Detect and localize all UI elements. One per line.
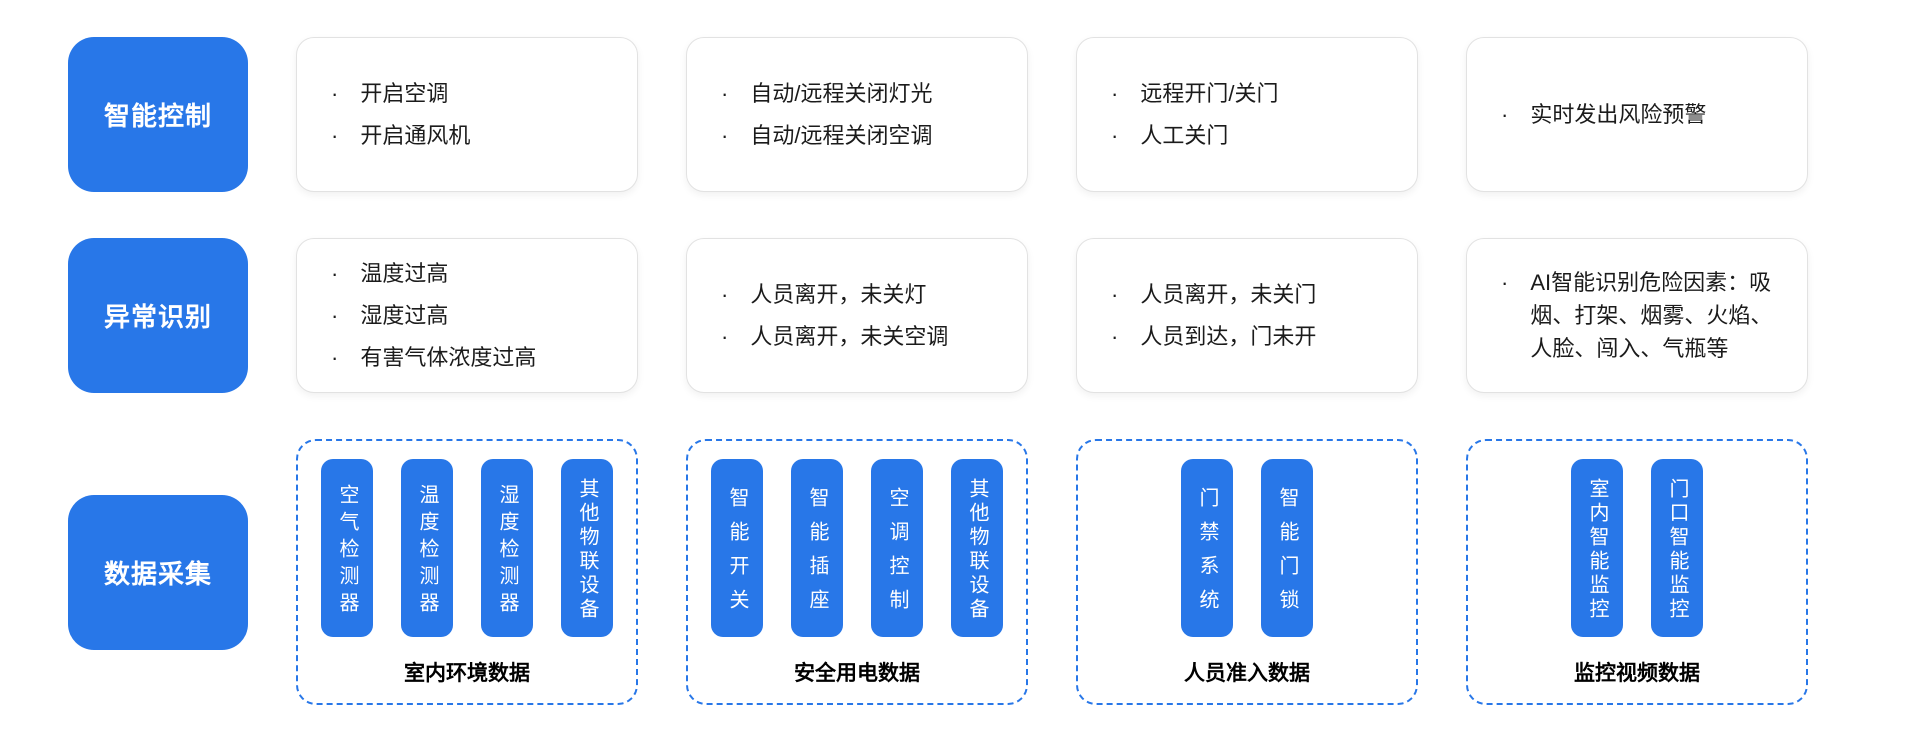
group-caption: 安全用电数据 xyxy=(794,662,920,685)
bullet-item: 自动/远程关闭空调 xyxy=(721,119,1005,152)
device-pill-label: 智能开关 xyxy=(726,487,748,623)
device-pill-smart-socket: 智能插座 xyxy=(791,459,843,637)
bullet-item: 自动/远程关闭灯光 xyxy=(721,77,1005,110)
group-caption: 室内环境数据 xyxy=(404,662,530,685)
device-pill-row: 空气检测器 温度检测器 湿度检测器 其他物联设备 xyxy=(298,441,636,657)
device-pill-label: 智能插座 xyxy=(806,487,828,623)
bullet-item: 湿度过高 xyxy=(331,299,615,332)
card-light-ac-control: 自动/远程关闭灯光 自动/远程关闭空调 xyxy=(686,37,1028,192)
stage-label-smart-control: 智能控制 xyxy=(68,37,248,192)
bullet-item: 人员离开，未关门 xyxy=(1111,278,1395,311)
device-pill-label: 门口智能监控 xyxy=(1666,478,1688,622)
device-pill-label: 室内智能监控 xyxy=(1586,478,1608,622)
device-pill-row: 室内智能监控 门口智能监控 xyxy=(1468,441,1806,657)
bullet-item: 人员到达，门未开 xyxy=(1111,320,1395,353)
device-pill-air-detector: 空气检测器 xyxy=(321,459,373,637)
device-pill-label: 其他物联设备 xyxy=(576,478,598,622)
bullet-list: 远程开门/关门 人工关门 xyxy=(1077,68,1417,161)
device-pill-access-control-system: 门禁系统 xyxy=(1181,459,1233,637)
device-pill-smart-door-lock: 智能门锁 xyxy=(1261,459,1313,637)
device-pill-label: 温度检测器 xyxy=(416,484,438,619)
bullet-item: 人工关门 xyxy=(1111,119,1395,152)
bullet-item: 实时发出风险预警 xyxy=(1501,98,1785,131)
device-pill-other-iot-device: 其他物联设备 xyxy=(951,459,1003,637)
device-pill-label: 门禁系统 xyxy=(1196,487,1218,623)
device-pill-humidity-detector: 湿度检测器 xyxy=(481,459,533,637)
device-pill-label: 空调控制 xyxy=(886,487,908,623)
device-pill-doorway-camera: 门口智能监控 xyxy=(1651,459,1703,637)
bullet-item: 人员离开，未关空调 xyxy=(721,320,1005,353)
group-video-data: 室内智能监控 门口智能监控 监控视频数据 xyxy=(1466,439,1808,705)
device-pill-ac-controller: 空调控制 xyxy=(871,459,923,637)
card-env-control: 开启空调 开启通风机 xyxy=(296,37,638,192)
group-caption: 监控视频数据 xyxy=(1574,662,1700,685)
card-ai-risk-recognition: AI智能识别危险因素：吸烟、打架、烟雾、火焰、人脸、闯入、气瓶等 xyxy=(1466,238,1808,393)
bullet-item: 温度过高 xyxy=(331,257,615,290)
group-caption: 人员准入数据 xyxy=(1184,662,1310,685)
device-pill-label: 空气检测器 xyxy=(336,484,358,619)
device-pill-label: 智能门锁 xyxy=(1276,487,1298,623)
device-pill-row: 门禁系统 智能门锁 xyxy=(1078,441,1416,657)
bullet-item: 开启通风机 xyxy=(331,119,615,152)
device-pill-indoor-camera: 室内智能监控 xyxy=(1571,459,1623,637)
group-indoor-env-data: 空气检测器 温度检测器 湿度检测器 其他物联设备 室内环境数据 xyxy=(296,439,638,705)
device-pill-label: 湿度检测器 xyxy=(496,484,518,619)
card-door-control: 远程开门/关门 人工关门 xyxy=(1076,37,1418,192)
card-risk-alert: 实时发出风险预警 xyxy=(1466,37,1808,192)
bullet-list: 温度过高 湿度过高 有害气体浓度过高 xyxy=(297,248,637,383)
device-pill-other-iot-device: 其他物联设备 xyxy=(561,459,613,637)
smart-iot-architecture-diagram: 智能控制 开启空调 开启通风机 自动/远程关闭灯光 自动/远程关闭空调 远程开门… xyxy=(0,0,1908,705)
bullet-item: 远程开门/关门 xyxy=(1111,77,1395,110)
card-door-anomaly: 人员离开，未关门 人员到达，门未开 xyxy=(1076,238,1418,393)
group-access-data: 门禁系统 智能门锁 人员准入数据 xyxy=(1076,439,1418,705)
device-pill-row: 智能开关 智能插座 空调控制 其他物联设备 xyxy=(688,441,1026,657)
bullet-list: 实时发出风险预警 xyxy=(1467,89,1807,140)
group-electric-safety-data: 智能开关 智能插座 空调控制 其他物联设备 安全用电数据 xyxy=(686,439,1028,705)
bullet-item: 有害气体浓度过高 xyxy=(331,341,615,374)
card-light-ac-anomaly: 人员离开，未关灯 人员离开，未关空调 xyxy=(686,238,1028,393)
card-env-anomaly: 温度过高 湿度过高 有害气体浓度过高 xyxy=(296,238,638,393)
stage-label-anomaly-detection: 异常识别 xyxy=(68,238,248,393)
bullet-item: AI智能识别危险因素：吸烟、打架、烟雾、火焰、人脸、闯入、气瓶等 xyxy=(1501,266,1785,365)
device-pill-label: 其他物联设备 xyxy=(966,478,988,622)
bullet-list: 开启空调 开启通风机 xyxy=(297,68,637,161)
device-pill-temperature-detector: 温度检测器 xyxy=(401,459,453,637)
bullet-list: 自动/远程关闭灯光 自动/远程关闭空调 xyxy=(687,68,1027,161)
bullet-item: 开启空调 xyxy=(331,77,615,110)
bullet-item: 人员离开，未关灯 xyxy=(721,278,1005,311)
bullet-list: 人员离开，未关门 人员到达，门未开 xyxy=(1077,269,1417,362)
bullet-list: AI智能识别危险因素：吸烟、打架、烟雾、火焰、人脸、闯入、气瓶等 xyxy=(1467,257,1807,374)
stage-label-data-collection: 数据采集 xyxy=(68,494,248,650)
bullet-list: 人员离开，未关灯 人员离开，未关空调 xyxy=(687,269,1027,362)
device-pill-smart-switch: 智能开关 xyxy=(711,459,763,637)
